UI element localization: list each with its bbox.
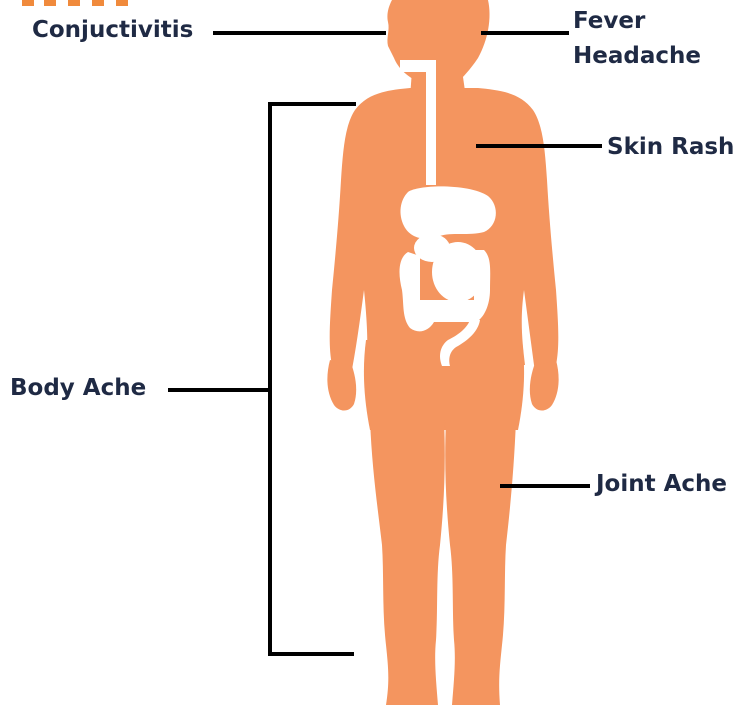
label-skin-rash: Skin Rash [607,135,734,160]
left-hand [327,360,356,411]
stomach [401,186,496,238]
right-hand [530,360,559,411]
label-fever: Fever [573,4,701,39]
cropped-heading-fragment [22,0,128,6]
left-leg [370,420,445,705]
label-joint-ache: Joint Ache [596,472,727,497]
right-leg [445,420,516,705]
label-body-ache: Body Ache [10,376,146,401]
label-conjunctivitis: Conjuctivitis [32,18,193,43]
label-headache: Headache [573,39,701,74]
label-fever-headache: Fever Headache [573,4,701,74]
